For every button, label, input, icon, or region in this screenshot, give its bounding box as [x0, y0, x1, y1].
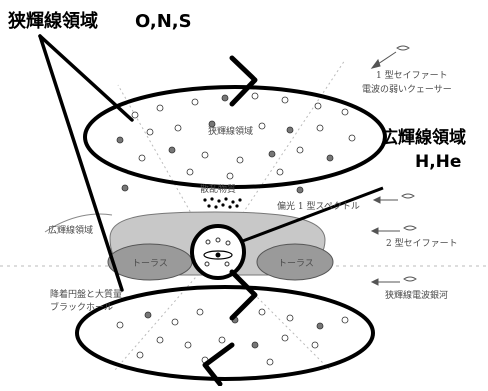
central-engine [190, 224, 246, 280]
nlr-lower-ellipse [75, 285, 375, 381]
blr-pointer-line [239, 186, 384, 244]
nlr-pointer-lines [38, 34, 134, 292]
label-nlr-inner: 狭輝線領域 [208, 125, 253, 137]
nlr-upper-ellipse [83, 85, 387, 189]
scatter-dots [203, 197, 242, 209]
outflow-arrows [202, 55, 258, 387]
label-torus-right: トーラス [278, 258, 314, 269]
label-radio-quiet-quasar: 電波の弱いクェーサー [362, 83, 452, 95]
sightline-arrows [370, 51, 400, 286]
black-hole [215, 252, 221, 258]
nlr-elements: O,N,S [135, 11, 192, 32]
label-torus-left: トーラス [132, 258, 168, 269]
label-seyfert2: 2 型セイファート [386, 238, 458, 249]
nlr-title: 狭輝線領域 [7, 10, 98, 32]
nlr-clouds-upper [116, 92, 356, 194]
eye-icon [396, 45, 417, 282]
blr-elements: H,He [415, 152, 461, 172]
accretion-disk [203, 250, 233, 260]
arrow-upper-chevron [229, 55, 258, 107]
nlr-clouds-lower [116, 308, 349, 366]
arrow-lower-chevron [202, 342, 235, 387]
label-seyfert1: 1 型セイファート [376, 70, 448, 81]
label-nlr-radio-galaxy: 狭輝線電波銀河 [385, 289, 448, 301]
torus-right-lobe [256, 243, 334, 281]
label-disk-bh: 降着円盤と大質量 [50, 288, 122, 300]
label-blr-left: 広輝線領域 [48, 224, 93, 236]
blr-title: 広輝線領域 [381, 127, 466, 148]
label-disk-bh-2: ブラックホール [50, 301, 113, 313]
arrow-middle-chevron [229, 269, 258, 321]
label-scatter: 散乱物質 [200, 183, 236, 195]
label-polarized: 偏光 1 型スペクトル [277, 200, 360, 212]
